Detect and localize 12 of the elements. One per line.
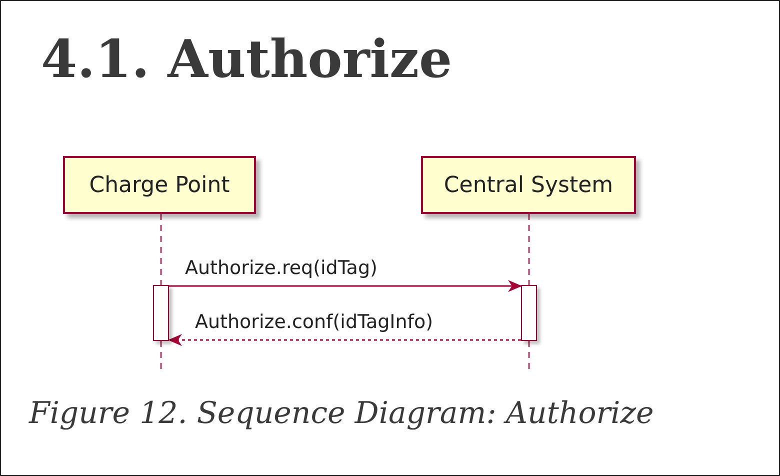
message-label: Authorize.conf(idTagInfo) (195, 311, 434, 333)
lifeline (528, 214, 530, 285)
activation-bar (521, 285, 537, 341)
return-arrow (168, 334, 521, 346)
activation-bar (153, 285, 169, 341)
participant-box: Central System (421, 156, 636, 214)
figure-caption: Figure 12. Sequence Diagram: Authorize (29, 396, 654, 431)
participant-box: Charge Point (63, 156, 256, 214)
message-arrow (169, 280, 522, 292)
lifeline (160, 214, 162, 285)
heading: 4.1. Authorize (41, 29, 452, 90)
message-label: Authorize.req(idTag) (185, 257, 378, 279)
